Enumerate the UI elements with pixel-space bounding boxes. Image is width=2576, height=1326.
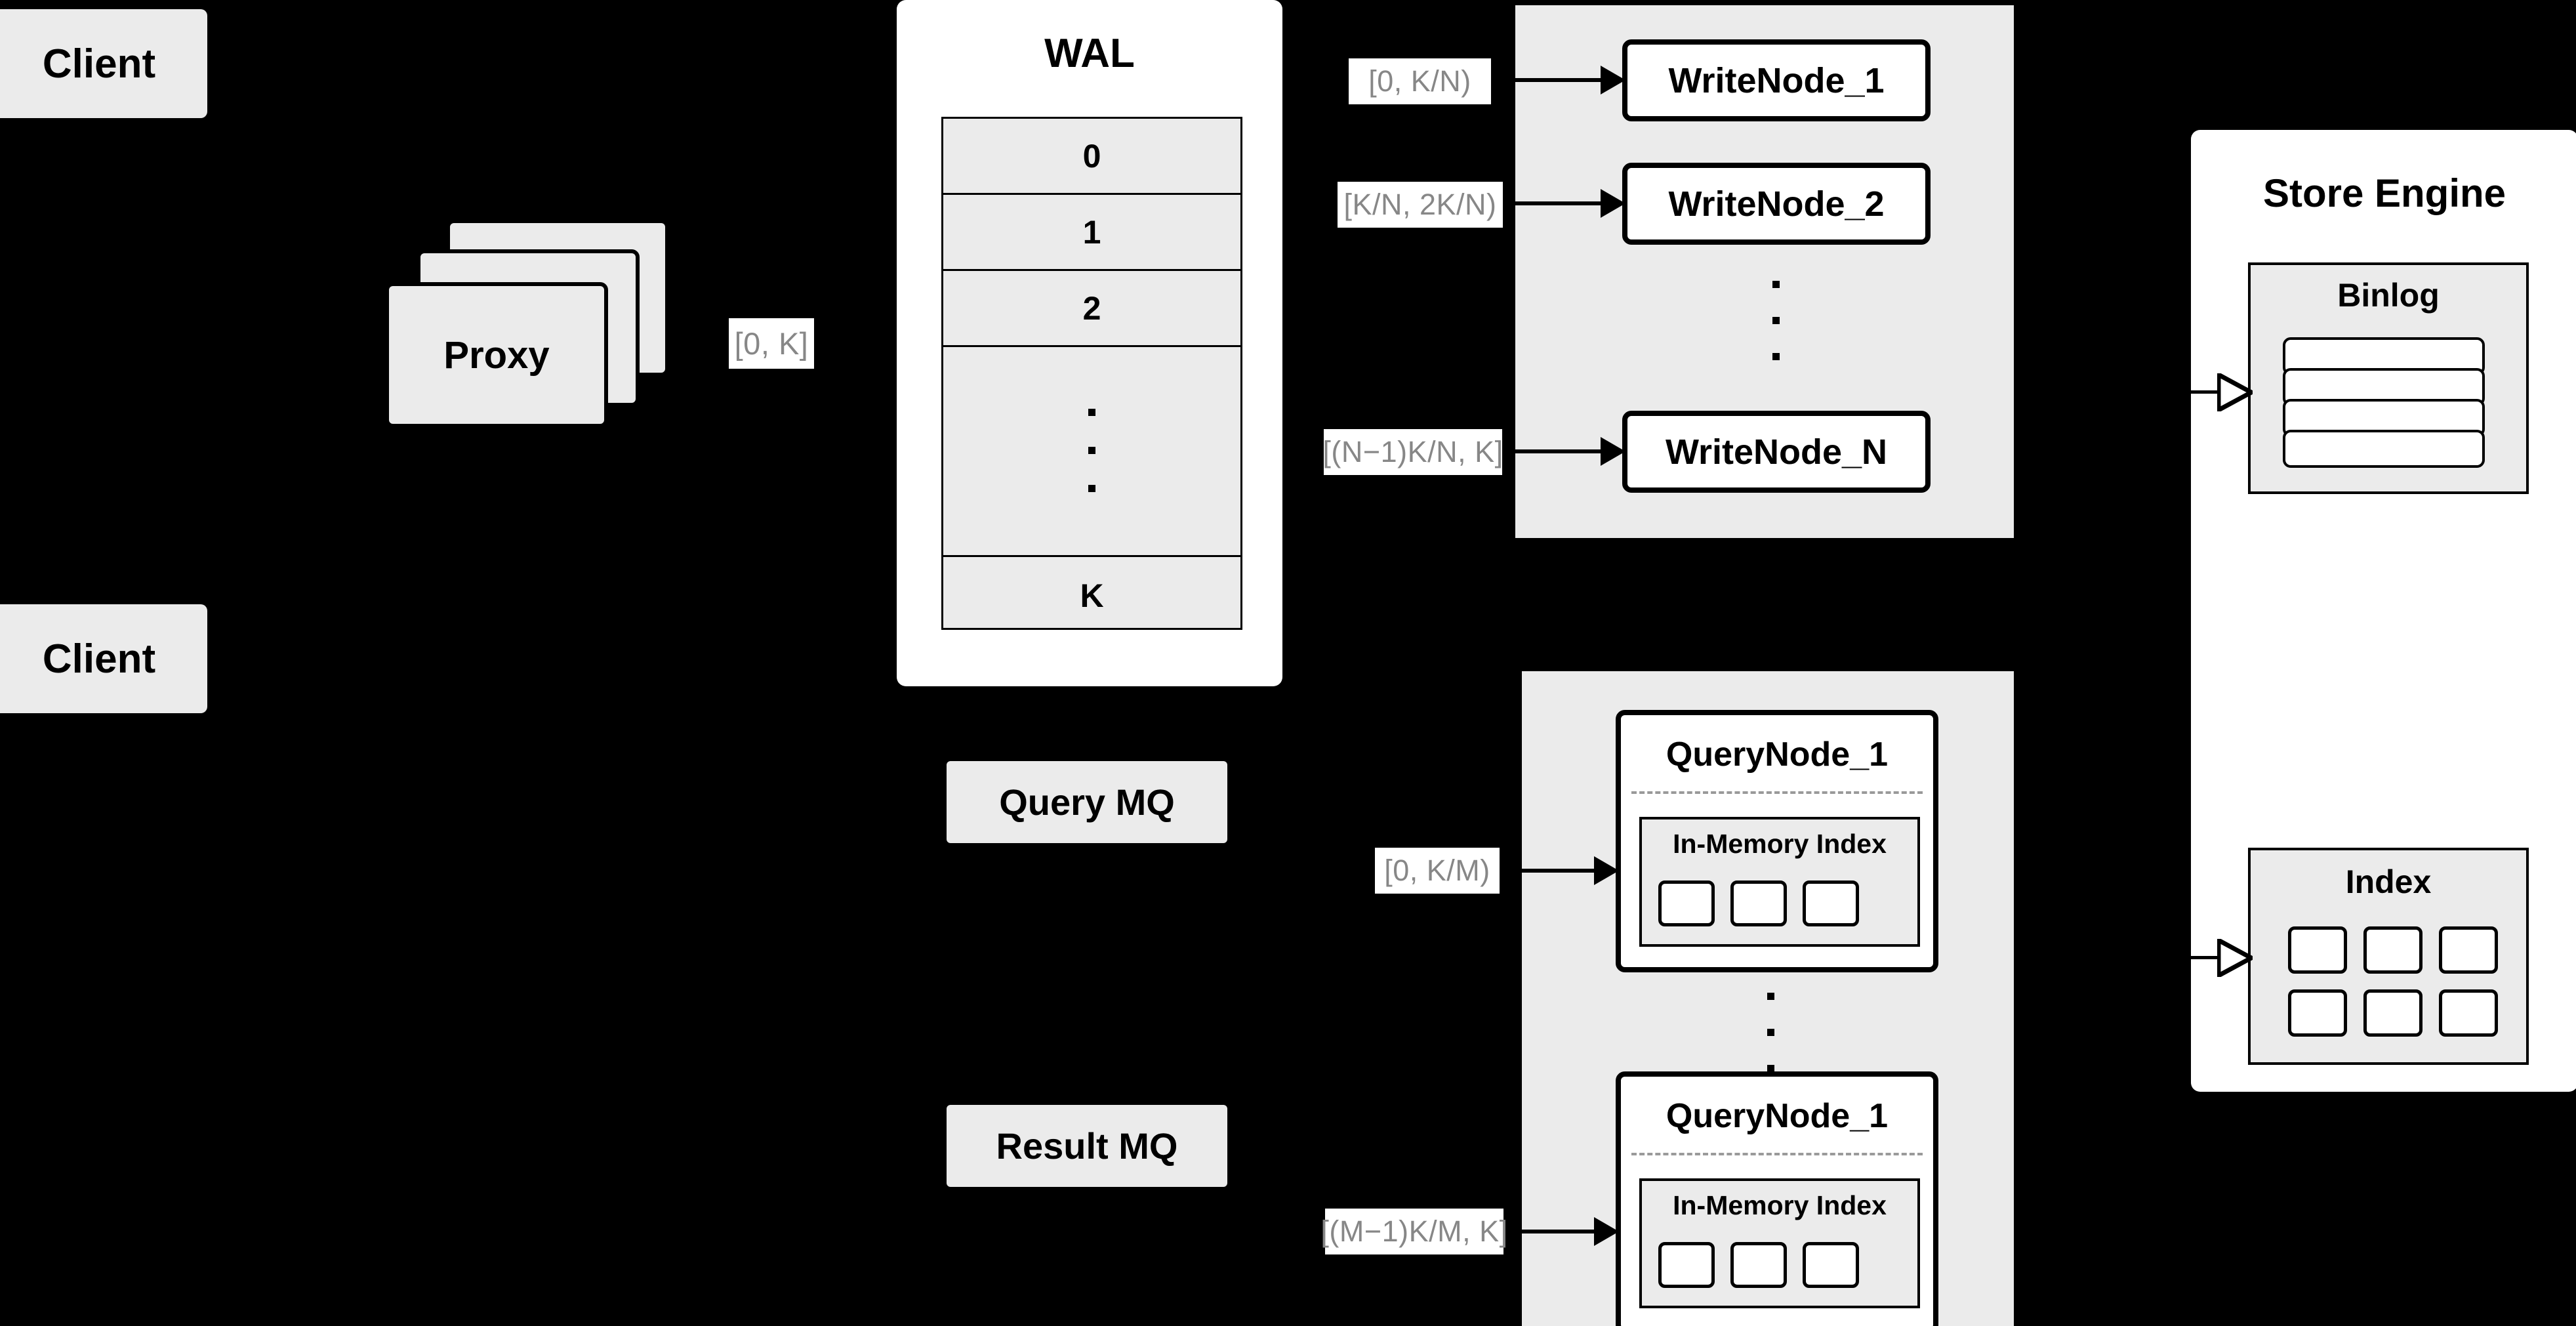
wal-panel: WAL 0 1 2 K bbox=[897, 0, 1282, 686]
query-node-1-label: QueryNode_1 bbox=[1666, 736, 1889, 774]
arrow-line-to-index bbox=[2179, 956, 2220, 959]
arrow-line-query-node-m bbox=[1522, 1230, 1601, 1233]
wal-row-ellipsis bbox=[943, 347, 1240, 557]
write-node-2-box[interactable]: WriteNode_2 bbox=[1622, 163, 1931, 245]
wal-row-value: 0 bbox=[1082, 137, 1101, 175]
result-mq-label: Result MQ bbox=[996, 1125, 1178, 1167]
index-chip[interactable] bbox=[1730, 1242, 1787, 1288]
arrow-head-write-node-1 bbox=[1601, 66, 1625, 94]
arrow-line-write-node-1 bbox=[1515, 78, 1607, 82]
arrow-head-write-node-2 bbox=[1601, 189, 1625, 218]
write-node-2-label: WriteNode_2 bbox=[1668, 184, 1885, 224]
client-box-2[interactable]: Client bbox=[0, 604, 207, 713]
query-node-ellipsis-icon bbox=[1767, 993, 1774, 1078]
range-label-text: [(N−1)K/N, K] bbox=[1322, 435, 1503, 468]
index-chip[interactable] bbox=[2439, 989, 2498, 1037]
query-mq-label: Query MQ bbox=[999, 781, 1175, 823]
range-label-text: [0, K/M) bbox=[1384, 854, 1490, 887]
client-label-1: Client bbox=[42, 41, 156, 87]
wal-row-value: K bbox=[1080, 577, 1104, 614]
query-node-m-label: QueryNode_1 bbox=[1666, 1097, 1889, 1135]
wal-title: WAL bbox=[1044, 31, 1135, 76]
range-label-text: [K/N, 2K/N) bbox=[1343, 188, 1497, 221]
client-label-2: Client bbox=[42, 636, 156, 682]
wal-ellipsis-icon bbox=[1088, 408, 1096, 494]
arrow-line-write-node-n bbox=[1515, 449, 1607, 453]
arrow-head-write-node-n bbox=[1601, 437, 1625, 466]
index-title: Index bbox=[2345, 863, 2432, 900]
range-label-text: [0, K] bbox=[734, 326, 809, 361]
range-label-write-node-2: [K/N, 2K/N) bbox=[1338, 182, 1503, 228]
query-node-m-index-label: In-Memory Index bbox=[1673, 1190, 1887, 1220]
wal-row-value: 2 bbox=[1082, 289, 1101, 327]
index-panel: Index bbox=[2248, 848, 2529, 1065]
query-mq-box[interactable]: Query MQ bbox=[947, 761, 1227, 843]
wal-row: K bbox=[943, 557, 1240, 634]
wal-row: 0 bbox=[943, 119, 1240, 195]
range-label-proxy-to-wal: [0, K] bbox=[729, 318, 814, 369]
store-engine-title: Store Engine bbox=[2262, 171, 2506, 215]
index-chip[interactable] bbox=[1658, 1242, 1715, 1288]
query-node-1-index-label: In-Memory Index bbox=[1673, 829, 1887, 859]
arrow-line-write-node-2 bbox=[1515, 201, 1607, 205]
arrow-line-to-binlog bbox=[2179, 390, 2220, 394]
result-mq-box[interactable]: Result MQ bbox=[947, 1105, 1227, 1187]
arrow-line-query-node-1 bbox=[1522, 869, 1601, 873]
binlog-entry[interactable] bbox=[2283, 430, 2485, 468]
proxy-label: Proxy bbox=[443, 333, 550, 377]
range-label-write-node-n: [(N−1)K/N, K] bbox=[1322, 429, 1503, 475]
index-chip[interactable] bbox=[1803, 881, 1859, 926]
write-node-n-box[interactable]: WriteNode_N bbox=[1622, 411, 1931, 493]
query-node-m-index-panel: In-Memory Index bbox=[1639, 1178, 1920, 1308]
range-label-query-node-m: [(M−1)K/M, K] bbox=[1320, 1209, 1507, 1254]
index-chip[interactable] bbox=[1803, 1242, 1859, 1288]
range-label-text: [(M−1)K/M, K] bbox=[1320, 1214, 1508, 1248]
wal-row: 1 bbox=[943, 195, 1240, 271]
index-chip[interactable] bbox=[2363, 926, 2423, 974]
wal-row-value: 1 bbox=[1082, 213, 1101, 251]
query-node-1-separator bbox=[1631, 791, 1923, 794]
range-label-text: [0, K/N) bbox=[1368, 64, 1471, 98]
store-engine-panel: Store Engine Binlog Index bbox=[2191, 130, 2576, 1092]
wal-table: 0 1 2 K bbox=[941, 117, 1242, 630]
write-node-n-label: WriteNode_N bbox=[1665, 432, 1888, 472]
query-node-m-separator bbox=[1631, 1153, 1923, 1155]
arrow-head-query-node-m bbox=[1594, 1217, 1619, 1246]
range-label-write-node-1: [0, K/N) bbox=[1349, 58, 1491, 104]
binlog-panel: Binlog bbox=[2248, 262, 2529, 494]
write-node-ellipsis-icon bbox=[1772, 281, 1780, 366]
wal-row: 2 bbox=[943, 271, 1240, 347]
index-chip[interactable] bbox=[1658, 881, 1715, 926]
binlog-title: Binlog bbox=[2337, 277, 2440, 314]
proxy-box[interactable]: Proxy bbox=[385, 282, 608, 428]
range-label-query-node-1: [0, K/M) bbox=[1375, 848, 1500, 894]
index-chip[interactable] bbox=[2288, 989, 2347, 1037]
query-node-1-box[interactable]: QueryNode_1 In-Memory Index bbox=[1616, 710, 1938, 972]
index-chip[interactable] bbox=[1730, 881, 1787, 926]
index-chip[interactable] bbox=[2288, 926, 2347, 974]
index-chip[interactable] bbox=[2439, 926, 2498, 974]
arrow-head-query-node-1 bbox=[1594, 856, 1619, 885]
query-node-1-index-panel: In-Memory Index bbox=[1639, 817, 1920, 947]
query-node-m-box[interactable]: QueryNode_1 In-Memory Index bbox=[1616, 1071, 1938, 1326]
write-node-1-box[interactable]: WriteNode_1 bbox=[1622, 39, 1931, 121]
client-box-1[interactable]: Client bbox=[0, 9, 207, 118]
index-chip[interactable] bbox=[2363, 989, 2423, 1037]
write-node-1-label: WriteNode_1 bbox=[1668, 60, 1885, 100]
